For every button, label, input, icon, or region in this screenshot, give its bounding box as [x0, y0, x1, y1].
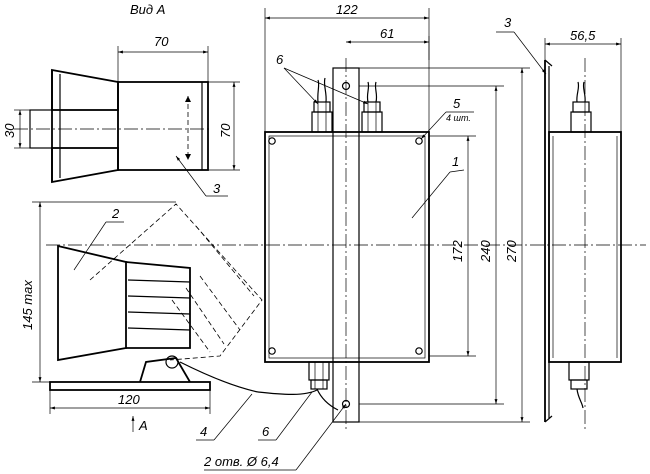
- callout-2: 2: [73, 206, 124, 271]
- dim-view-a-30: 30: [2, 109, 30, 149]
- callout-3-view-label: 3: [213, 181, 221, 196]
- callout-6-bottom: 6: [258, 391, 313, 441]
- dim-view-a-30-label: 30: [2, 123, 17, 138]
- callout-5-label: 5: [453, 96, 461, 111]
- callout-holes-label: 2 отв. Ø 6,4: [203, 454, 279, 469]
- dim-145max: 145 max: [20, 201, 176, 383]
- callout-holes: 2 отв. Ø 6,4: [203, 403, 347, 471]
- cable: [257, 389, 318, 395]
- dim-122-label: 122: [336, 2, 358, 17]
- callout-3-side: 3: [496, 15, 547, 75]
- dim-145max-label: 145 max: [20, 280, 35, 330]
- dim-270-label: 270: [504, 240, 519, 263]
- callout-3-side-label: 3: [504, 15, 512, 30]
- box-inner-outline: [268, 135, 426, 359]
- dim-270: 270: [359, 67, 530, 423]
- dim-240-label: 240: [478, 240, 493, 263]
- dim-56-5-label: 56,5: [570, 28, 596, 43]
- lamp-horn: [57, 244, 127, 362]
- dim-120-label: 120: [118, 392, 140, 407]
- dim-view-a-70-right: 70: [208, 81, 240, 171]
- view-arrow-a-label: A: [138, 418, 148, 433]
- lamp-tilted-outline: [89, 203, 263, 361]
- callout-1-label: 1: [452, 154, 459, 169]
- dim-61-label: 61: [380, 26, 394, 41]
- dim-56-5: 56,5: [544, 28, 622, 132]
- cable-gland-top-left: [311, 77, 333, 133]
- view-a-label: Вид А: [130, 2, 165, 17]
- cable-gland-bottom: [308, 361, 339, 411]
- side-view: [544, 59, 622, 423]
- callout-5: 5 4 шт.: [420, 96, 474, 140]
- lamp-view: [49, 203, 263, 393]
- box-body: [264, 131, 430, 363]
- dim-172: 172: [429, 135, 476, 357]
- callout-4: 4: [196, 393, 253, 441]
- dim-view-a-70-right-label: 70: [218, 123, 233, 138]
- callout-6-top-label: 6: [276, 52, 284, 67]
- dim-120: 120: [49, 390, 211, 414]
- dim-61: 61: [346, 26, 430, 60]
- corner-screws: [268, 137, 423, 355]
- callout-5-qty: 4 шт.: [446, 113, 471, 123]
- view-a: Вид А: [14, 2, 210, 184]
- dim-view-a-70-top-label: 70: [154, 34, 169, 49]
- callout-6-top: 6: [276, 52, 369, 105]
- callout-1: 1: [411, 154, 465, 219]
- callout-6-bottom-label: 6: [262, 424, 270, 439]
- dim-172-label: 172: [450, 240, 465, 262]
- callout-3-view: 3: [175, 155, 228, 197]
- dim-122: 122: [264, 2, 430, 132]
- dim-240: 240: [359, 85, 504, 405]
- dim-view-a-70-top: 70: [117, 34, 209, 82]
- view-arrow-a: A: [131, 416, 148, 433]
- callout-4-label: 4: [200, 424, 207, 439]
- lamp-base: [49, 381, 211, 391]
- cable-gland-top-right: [361, 81, 383, 133]
- callout-2-label: 2: [111, 206, 120, 221]
